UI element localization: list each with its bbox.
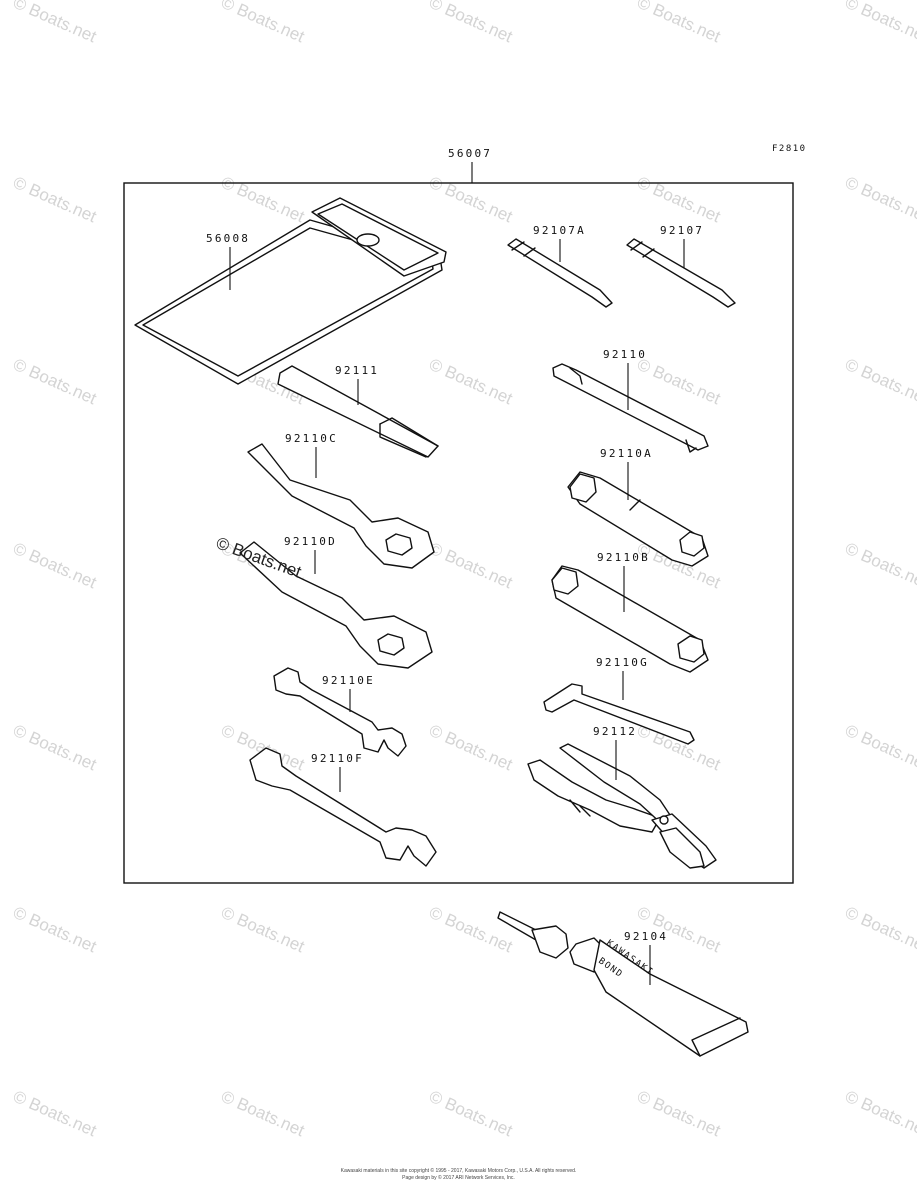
label-92110C: 92110C xyxy=(285,432,338,445)
extension-bar-92111 xyxy=(277,365,439,458)
tool-kit-frame xyxy=(123,182,794,884)
design-credit-line: Page design by © 2017 ARI Network Servic… xyxy=(402,1175,515,1181)
open-wrench-92110E xyxy=(273,667,407,757)
socket-tool-92110A xyxy=(567,471,709,567)
hex-key-92110G xyxy=(543,683,695,745)
label-92110: 92110 xyxy=(603,348,647,361)
copyright-footer: Kawasaki materials in this site copyrigh… xyxy=(0,1168,917,1182)
label-92110A: 92110A xyxy=(600,447,653,460)
label-92110B: 92110B xyxy=(597,551,650,564)
label-56007: 56007 xyxy=(448,147,492,160)
label-92110E: 92110E xyxy=(322,674,375,687)
screwdriver-bit-92107 xyxy=(626,238,736,308)
label-56008: 56008 xyxy=(206,232,250,245)
pliers-92112 xyxy=(527,743,717,869)
box-wrench-92110C xyxy=(247,443,435,569)
socket-tool-92110B xyxy=(551,565,709,673)
label-92110F: 92110F xyxy=(311,752,364,765)
box-wrench-92110D xyxy=(239,541,433,669)
label-92112: 92112 xyxy=(593,725,637,738)
label-92111: 92111 xyxy=(335,364,379,377)
tool-bag-56008 xyxy=(134,197,447,385)
screwdriver-bit-92107A xyxy=(507,238,613,308)
label-92110G: 92110G xyxy=(596,656,649,669)
figure-code: F2810 xyxy=(772,144,807,154)
label-92110D: 92110D xyxy=(284,535,337,548)
label-92104: 92104 xyxy=(624,930,668,943)
label-92107A: 92107A xyxy=(533,224,586,237)
label-92107: 92107 xyxy=(660,224,704,237)
spark-plug-tool-92110 xyxy=(552,363,709,453)
copyright-line: Kawasaki materials in this site copyrigh… xyxy=(340,1168,577,1174)
open-wrench-92110F xyxy=(249,747,437,867)
bond-tube-92104: KAWASAKI BOND xyxy=(497,911,749,1057)
